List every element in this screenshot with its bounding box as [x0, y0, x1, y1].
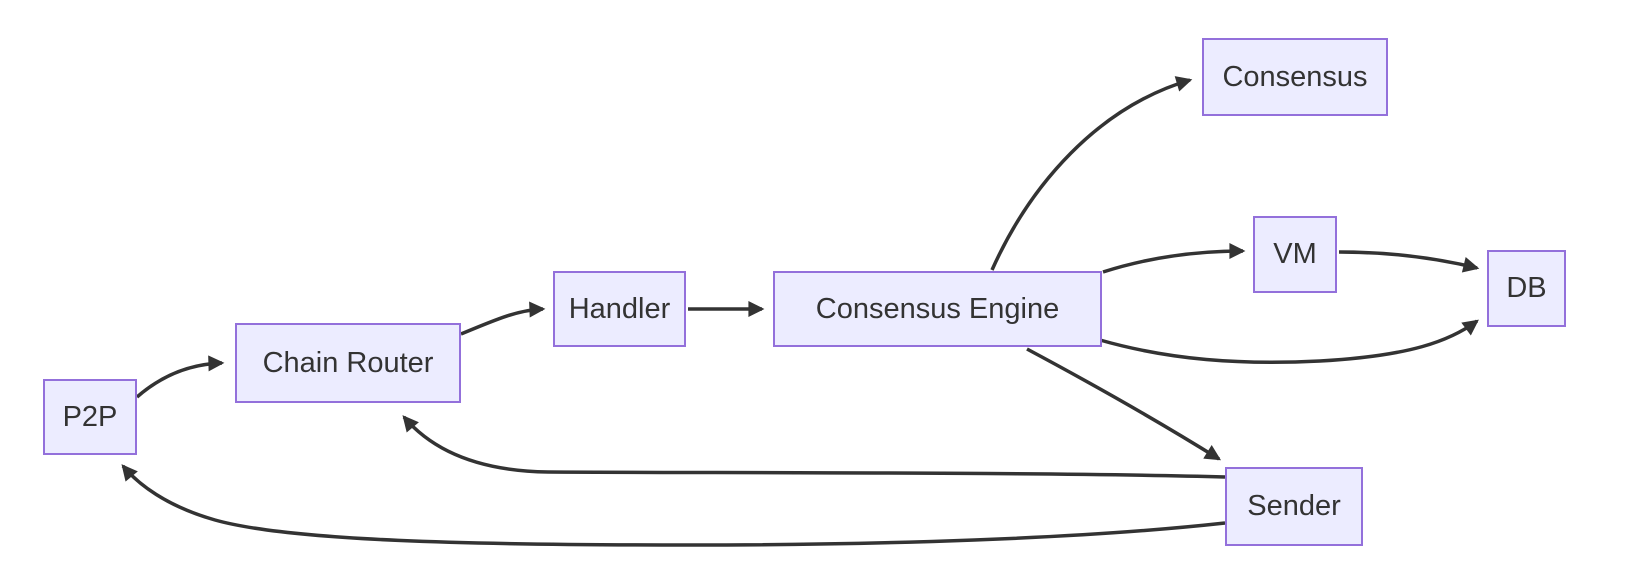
node-handler-label: Handler — [568, 292, 671, 325]
node-consensus-engine-label: Consensus Engine — [815, 292, 1060, 325]
edge-chain-router-to-handler — [460, 301, 546, 336]
node-vm-label: VM — [1273, 238, 1317, 270]
edge-vm-to-db — [1338, 250, 1480, 273]
edge-sender-to-p2p — [121, 464, 1226, 547]
edge-p2p-to-chain-router — [135, 355, 225, 399]
edge-consensus-engine-to-consensus — [990, 76, 1193, 271]
node-vm: VM — [1253, 216, 1337, 293]
node-sender: Sender — [1225, 467, 1363, 546]
node-consensus: Consensus — [1202, 38, 1388, 116]
node-p2p-label: P2P — [62, 400, 118, 433]
node-db: DB — [1487, 250, 1566, 327]
node-consensus-engine: Consensus Engine — [773, 271, 1102, 347]
node-handler: Handler — [553, 271, 686, 347]
node-p2p: P2P — [43, 379, 137, 455]
edge-consensus-engine-to-sender — [1026, 347, 1222, 461]
node-consensus-label: Consensus — [1222, 60, 1368, 93]
edge-consensus-engine-to-vm — [1102, 243, 1246, 274]
edge-sender-to-chain-router — [402, 415, 1226, 479]
node-chain-router: Chain Router — [235, 323, 461, 403]
node-db-label: DB — [1506, 272, 1547, 304]
edge-consensus-engine-to-db — [1099, 319, 1479, 365]
node-sender-label: Sender — [1247, 490, 1341, 522]
node-chain-router-label: Chain Router — [262, 346, 434, 379]
